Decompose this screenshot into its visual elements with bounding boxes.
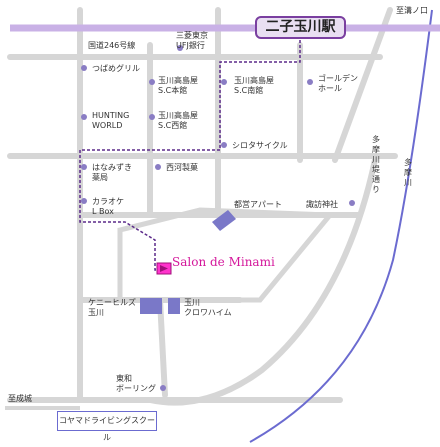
dot-shirota [221, 142, 227, 148]
label-mufj: 三菱東京 UFJ銀行 [176, 31, 208, 50]
dot-mufj [177, 45, 183, 51]
block-outline [117, 207, 336, 303]
driving-school-label: コヤマドライビングスクール [57, 411, 157, 442]
label-karaoke: カラオケ L Box [92, 197, 124, 216]
label-route246: 国道246号線 [88, 41, 136, 50]
walking-route [79, 40, 301, 271]
station-label: 二子玉川駅 [255, 16, 346, 39]
label-towa: 東和 ボーリング [116, 374, 156, 393]
salon-label: Salon de Minami [172, 255, 275, 269]
building-kenny [140, 298, 162, 314]
dot-towa [160, 385, 166, 391]
label-to-mizonokuchi: 至溝ノ口 [396, 6, 428, 15]
label-to-seijo: 至成城 [8, 394, 32, 403]
label-tamagawa: 多 摩 川 [404, 158, 412, 187]
label-nishikawa: 西河製菓 [166, 163, 198, 172]
road-diagonal-ne [332, 7, 393, 163]
dot-nishikawa [155, 164, 161, 170]
label-golden: ゴールデン ホール [318, 74, 358, 93]
dot-sc-west [149, 114, 155, 120]
label-suwa: 諏訪神社 [306, 200, 338, 209]
road-layer [7, 7, 398, 406]
label-hanamizuki: はなみずき 薬局 [92, 163, 132, 182]
river-tamagawa [249, 9, 433, 443]
dot-hanamizuki [81, 164, 87, 170]
poi-dots [81, 45, 355, 391]
label-tamagawa-tsutsumi: 多 摩 川 堤 通 り [372, 135, 380, 194]
label-croix: 玉川 クロワハイム [184, 298, 232, 317]
building-toei [212, 210, 236, 231]
label-sc-west: 玉川高島屋 S.C西館 [158, 111, 198, 130]
dot-hunting [81, 114, 87, 120]
building-croix [168, 298, 180, 314]
dot-sc-main [149, 79, 155, 85]
label-shirota: シロタサイクル [232, 141, 288, 150]
dot-sc-south [221, 79, 227, 85]
salon-marker-arrow [160, 265, 168, 272]
label-kenny: ケニーヒルズ 玉川 [88, 298, 136, 317]
label-sc-main: 玉川高島屋 S.C本館 [158, 76, 198, 95]
dot-karaoke [81, 198, 87, 204]
dot-suwa [349, 200, 355, 206]
road-curve-outer [147, 157, 378, 406]
dot-tsubame [81, 65, 87, 71]
label-sc-south: 玉川高島屋 S.C南館 [234, 76, 274, 95]
label-hunting: HUNTING WORLD [92, 111, 130, 130]
dot-golden [307, 79, 313, 85]
label-toei: 都営アパート [234, 200, 282, 209]
label-tsubame: つばめグリル [92, 64, 140, 73]
